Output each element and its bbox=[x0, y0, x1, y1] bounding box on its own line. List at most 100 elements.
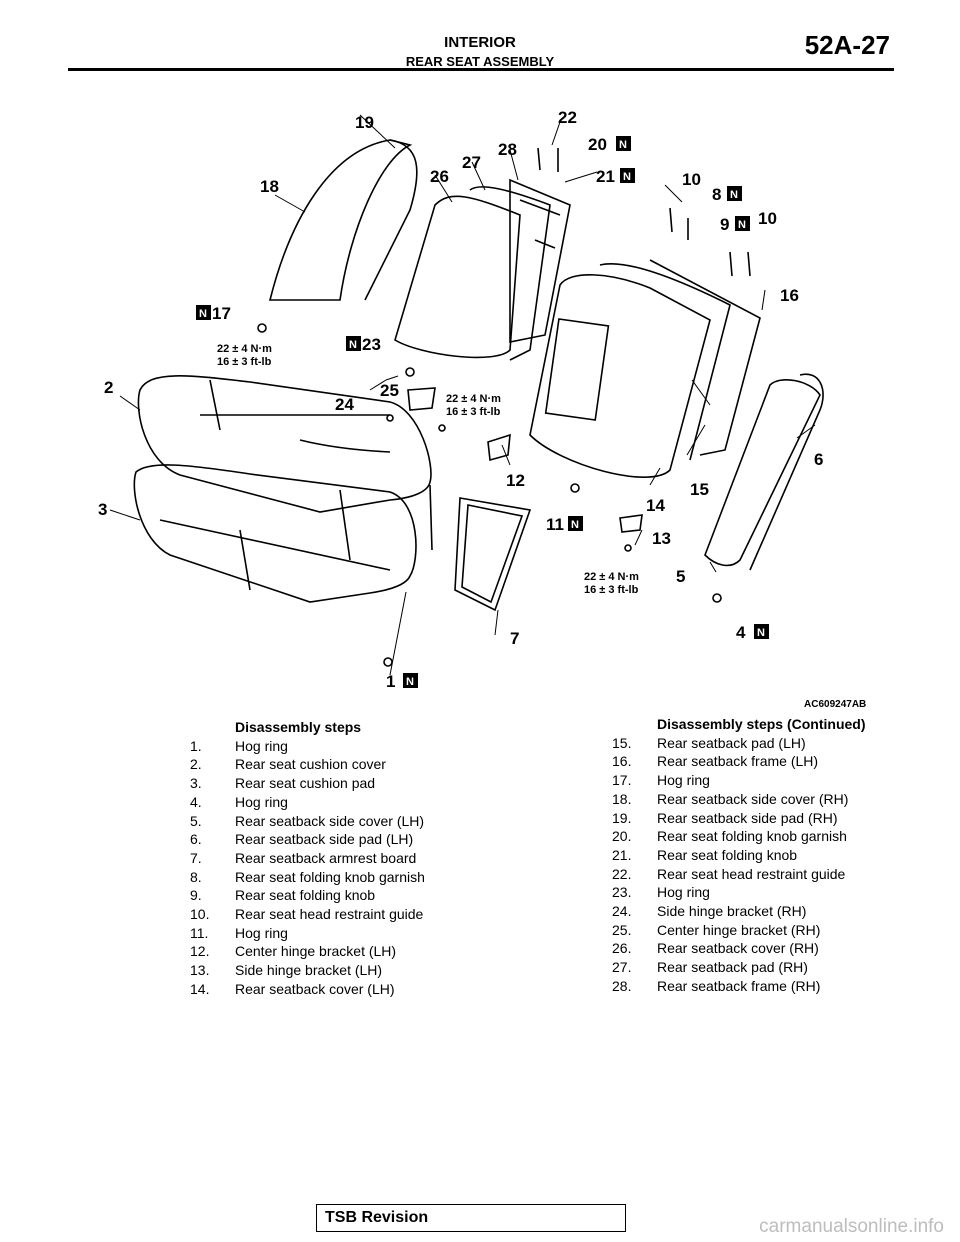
callout-22: 22 bbox=[558, 108, 577, 127]
step-row: 27.Rear seatback pad (RH) bbox=[612, 959, 808, 976]
step-row: 4.Hog ring bbox=[190, 793, 288, 810]
seat-cushion-cover-seams bbox=[200, 379, 433, 561]
callout-3: 3 bbox=[98, 500, 107, 519]
torque-2-nm: 22 ± 4 N·m bbox=[446, 393, 501, 405]
step-row: 11.Hog ring bbox=[190, 924, 288, 941]
center-hinge-lh bbox=[487, 433, 511, 462]
lh-seatback-frame bbox=[649, 259, 761, 456]
step-row: 8.Rear seat folding knob garnish bbox=[190, 868, 425, 885]
callout-11: 11 bbox=[546, 515, 564, 534]
step-row: 15.Rear seatback pad (LH) bbox=[612, 734, 806, 751]
callout-6: 6 bbox=[814, 450, 823, 469]
step-row: 6.Rear seatback side pad (LH) bbox=[190, 831, 414, 848]
step-row: 28.Rear seatback frame (RH) bbox=[612, 977, 821, 994]
n-mark-21: N bbox=[620, 168, 635, 183]
torque-1-nm: 22 ± 4 N·m bbox=[217, 343, 272, 355]
page-code: 52A-27 bbox=[804, 30, 890, 60]
torque-2-ftlb: 16 ± 3 ft-lb bbox=[446, 406, 501, 418]
callout-10a: 10 bbox=[682, 170, 701, 189]
torque-specs: 22 ± 4 N·m 16 ± 3 ft-lb 22 ± 4 N·m 16 ± … bbox=[217, 343, 639, 596]
svg-text:N: N bbox=[571, 519, 579, 531]
seat-cushion-cover bbox=[137, 375, 432, 513]
n-marks: N N N N N N N N N bbox=[196, 136, 769, 688]
n-mark-9: N bbox=[735, 216, 750, 231]
callout-27: 27 bbox=[462, 153, 481, 172]
callout-16: 16 bbox=[780, 286, 799, 305]
callout-19: 19 bbox=[355, 113, 374, 132]
n-mark-8: N bbox=[727, 186, 742, 201]
n-mark-4: N bbox=[754, 624, 769, 639]
step-row: 21.Rear seat folding knob bbox=[612, 846, 798, 863]
callout-23: 23 bbox=[362, 335, 381, 354]
step-row: 18.Rear seatback side cover (RH) bbox=[612, 790, 849, 807]
header-rule bbox=[68, 68, 894, 71]
exploded-diagram: 1 2 3 4 5 6 7 8 9 10 10 11 12 13 14 15 1… bbox=[98, 108, 824, 691]
callout-15: 15 bbox=[690, 480, 709, 499]
callout-24: 24 bbox=[335, 395, 354, 414]
callout-14: 14 bbox=[646, 496, 665, 515]
svg-text:N: N bbox=[730, 189, 738, 201]
step-row: 20.Rear seat folding knob garnish bbox=[612, 828, 847, 845]
callout-labels: 1 2 3 4 5 6 7 8 9 10 10 11 12 13 14 15 1… bbox=[98, 108, 823, 691]
callout-8: 8 bbox=[712, 185, 721, 204]
rh-seatback-pad bbox=[469, 186, 551, 361]
step-row: 26.Rear seatback cover (RH) bbox=[612, 940, 819, 957]
step-row: 16.Rear seatback frame (LH) bbox=[612, 753, 819, 770]
seat-cushion-pad bbox=[133, 464, 417, 603]
disassembly-steps-left: Disassembly steps 1.Hog ring 2.Rear seat… bbox=[190, 718, 425, 999]
section-title: INTERIOR bbox=[444, 34, 516, 51]
callout-5: 5 bbox=[676, 567, 685, 586]
callout-18: 18 bbox=[260, 177, 279, 196]
n-mark-17: N bbox=[196, 305, 211, 320]
step-row: 10.Rear seat head restraint guide bbox=[190, 906, 424, 923]
watermark: carmanualsonline.info bbox=[759, 1216, 944, 1237]
rh-seatback-frame bbox=[509, 178, 571, 343]
lh-seatback-pad bbox=[599, 262, 731, 461]
armrest-opening bbox=[544, 318, 610, 421]
svg-text:N: N bbox=[738, 219, 746, 231]
steps-title-continued: Disassembly steps (Continued) bbox=[657, 716, 866, 732]
callout-28: 28 bbox=[498, 140, 517, 159]
steps-title: Disassembly steps bbox=[235, 719, 362, 735]
n-mark-23: N bbox=[346, 336, 361, 351]
torque-3-ftlb: 16 ± 3 ft-lb bbox=[584, 584, 639, 596]
svg-text:N: N bbox=[349, 339, 357, 351]
callout-17: 17 bbox=[212, 304, 231, 323]
callout-12: 12 bbox=[506, 471, 525, 490]
step-row: 24.Side hinge bracket (RH) bbox=[612, 903, 807, 920]
svg-text:N: N bbox=[623, 171, 631, 183]
center-hinge-rh bbox=[407, 387, 436, 411]
step-row: 17.Hog ring bbox=[612, 772, 710, 789]
lh-side-cover bbox=[704, 379, 821, 567]
callout-10b: 10 bbox=[758, 209, 777, 228]
rh-side-cover bbox=[268, 139, 413, 301]
step-row: 7.Rear seatback armrest board bbox=[190, 849, 417, 866]
tsb-revision-box: TSB Revision bbox=[316, 1204, 626, 1232]
step-row: 2.Rear seat cushion cover bbox=[190, 756, 386, 773]
disassembly-steps-right: Disassembly steps (Continued) 15.Rear se… bbox=[612, 715, 866, 996]
step-row: 22.Rear seat head restraint guide bbox=[612, 865, 846, 882]
callout-25: 25 bbox=[380, 381, 399, 400]
callout-4: 4 bbox=[736, 623, 746, 642]
callout-20: 20 bbox=[588, 135, 607, 154]
n-mark-1: N bbox=[403, 673, 418, 688]
n-mark-11: N bbox=[568, 516, 583, 531]
step-row: 12.Center hinge bracket (LH) bbox=[190, 943, 397, 960]
step-row: 23.Hog ring bbox=[612, 884, 710, 901]
lh-seatback-cover bbox=[529, 274, 711, 478]
callout-1: 1 bbox=[386, 672, 395, 691]
figure-code: AC609247AB bbox=[804, 699, 867, 710]
step-row: 14.Rear seatback cover (LH) bbox=[190, 980, 395, 997]
callout-13: 13 bbox=[652, 529, 671, 548]
step-row: 13.Side hinge bracket (LH) bbox=[190, 962, 383, 979]
step-row: 19.Rear seatback side pad (RH) bbox=[612, 809, 838, 826]
callout-9: 9 bbox=[720, 215, 729, 234]
step-row: 25.Center hinge bracket (RH) bbox=[612, 921, 821, 938]
callout-2: 2 bbox=[104, 378, 113, 397]
diagram-parts bbox=[109, 114, 824, 676]
n-mark-20: N bbox=[616, 136, 631, 151]
svg-text:N: N bbox=[757, 627, 765, 639]
torque-1-ftlb: 16 ± 3 ft-lb bbox=[217, 356, 272, 368]
step-row: 1.Hog ring bbox=[190, 737, 288, 754]
rh-seatback-cover bbox=[394, 195, 521, 359]
